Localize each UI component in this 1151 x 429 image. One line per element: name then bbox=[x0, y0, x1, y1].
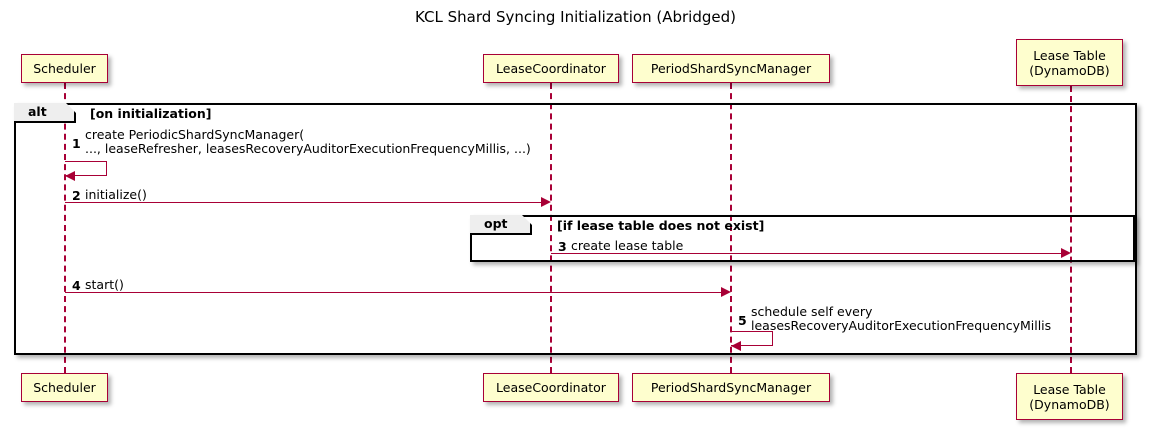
message-1-arrowhead bbox=[65, 171, 75, 181]
frame-opt bbox=[470, 215, 1135, 262]
participant-scheduler-bottom[interactable]: Scheduler bbox=[21, 373, 108, 402]
message-1-self-loop bbox=[65, 161, 107, 176]
participant-lease-table-top[interactable]: Lease Table (DynamoDB) bbox=[1016, 39, 1123, 86]
participant-period-shard-sync-manager-bottom[interactable]: PeriodShardSyncManager bbox=[632, 373, 830, 402]
message-5-number: 5 bbox=[738, 313, 747, 328]
message-3-arrowhead bbox=[1061, 248, 1071, 258]
participant-period-shard-sync-manager-top[interactable]: PeriodShardSyncManager bbox=[632, 54, 830, 83]
frame-opt-guard: [if lease table does not exist] bbox=[557, 218, 765, 233]
frame-opt-tag: opt bbox=[470, 215, 532, 235]
lifeline-lease-table bbox=[1070, 86, 1072, 373]
lifeline-lease-coordinator bbox=[550, 83, 552, 373]
message-4-number: 4 bbox=[72, 278, 81, 293]
frame-alt bbox=[14, 103, 1137, 355]
message-1-label: create PeriodicShardSyncManager( ..., le… bbox=[85, 127, 531, 156]
participant-lease-table-bottom[interactable]: Lease Table (DynamoDB) bbox=[1016, 373, 1123, 420]
message-5-self-loop bbox=[731, 331, 773, 346]
participant-lease-coordinator-top[interactable]: LeaseCoordinator bbox=[483, 54, 619, 83]
message-2-number: 2 bbox=[72, 188, 81, 203]
participant-scheduler-top[interactable]: Scheduler bbox=[21, 54, 108, 83]
diagram-title: KCL Shard Syncing Initialization (Abridg… bbox=[415, 8, 736, 26]
lifeline-scheduler bbox=[64, 83, 66, 373]
frame-alt-guard: [on initialization] bbox=[90, 106, 212, 121]
participant-lease-coordinator-bottom[interactable]: LeaseCoordinator bbox=[483, 373, 619, 402]
frame-alt-tag: alt bbox=[14, 103, 76, 123]
message-2-arrowhead bbox=[541, 197, 551, 207]
message-4-line bbox=[65, 292, 722, 293]
lifeline-period-shard-sync-manager bbox=[730, 83, 732, 373]
message-5-label: schedule self every leasesRecoveryAudito… bbox=[751, 304, 1052, 333]
message-1-number: 1 bbox=[72, 136, 81, 151]
message-5-arrowhead bbox=[731, 341, 741, 351]
message-2-label: initialize() bbox=[85, 187, 147, 202]
message-3-number: 3 bbox=[558, 239, 567, 254]
message-3-line bbox=[551, 253, 1061, 254]
message-4-arrowhead bbox=[721, 287, 731, 297]
message-2-line bbox=[65, 202, 542, 203]
message-3-label: create lease table bbox=[571, 238, 684, 253]
message-4-label: start() bbox=[85, 277, 124, 292]
